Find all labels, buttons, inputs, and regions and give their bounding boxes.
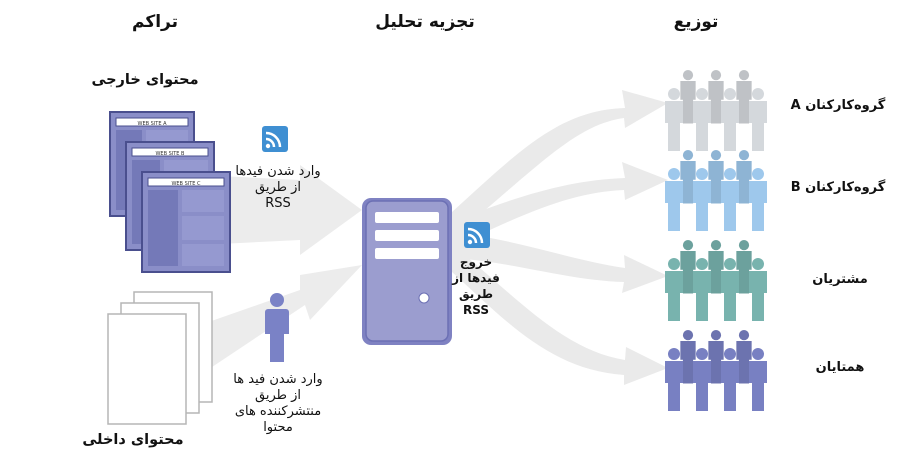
arrow-external-to-server [200,165,362,255]
rss-out-line-2: فیدها از [452,271,500,285]
rss-out-label: خروج فیدها از طریق RSS [446,254,506,318]
rss-in-label: وارد شدن فیدها از طریق RSS [228,164,328,212]
internal-documents [107,291,213,425]
accumulation-header: تراکم [131,12,178,32]
rss-out-line-3: طریق [458,287,494,301]
publisher-in-line-3: منتشرکننده های [234,404,322,419]
group-b-icon [665,150,767,231]
customers-icon [665,240,767,321]
rss-in-line-3: RSS [265,196,291,211]
publisher-in-line-2: از طریق [254,388,301,403]
external-content-label: محتوای خارجی [91,72,199,88]
publisher-in-line-4: محتوا [263,420,293,435]
rss-icon [464,222,490,248]
publisher-in-line-1: وارد شدن فید ها [233,372,323,387]
arrow-to-customers [452,232,668,293]
group-b-label: گروه‌کارکنان B [790,180,886,195]
server-icon [362,198,452,345]
arrow-to-peers [452,245,668,385]
distribution-header: توزیع [673,12,719,32]
arrow-to-group-b [452,162,668,248]
rss-out-line-4: RSS [463,303,489,317]
group-a-icon [665,70,767,151]
web-page-a-label: WEB SITE A [138,121,168,127]
rss-icon [262,126,288,152]
web-page-b-label: WEB SITE B [155,151,185,157]
rss-in-line-2: از طریق [254,180,301,195]
arrow-to-group-a [452,90,668,238]
people-groups [665,70,767,411]
rss-in-line-1: وارد شدن فیدها [235,164,321,179]
web-page-c [141,171,231,273]
publisher-in-label: وارد شدن فید ها از طریق منتشرکننده های م… [222,372,334,436]
group-a-label: گروه‌کارکنان A [790,98,886,113]
external-web-pages: WEB SITE A WEB SITE B WEB SITE C [109,111,231,273]
peers-icon [665,330,767,411]
customers-label: مشتریان [812,272,868,287]
person-icon [265,293,289,362]
analysis-header: تجزیه تحلیل [375,12,475,32]
internal-content-label: محتوای داخلی [82,432,184,448]
rss-out-line-1: خروج [459,255,493,269]
web-page-c-label: WEB SITE C [171,181,201,187]
peers-label: همتایان [815,360,865,375]
